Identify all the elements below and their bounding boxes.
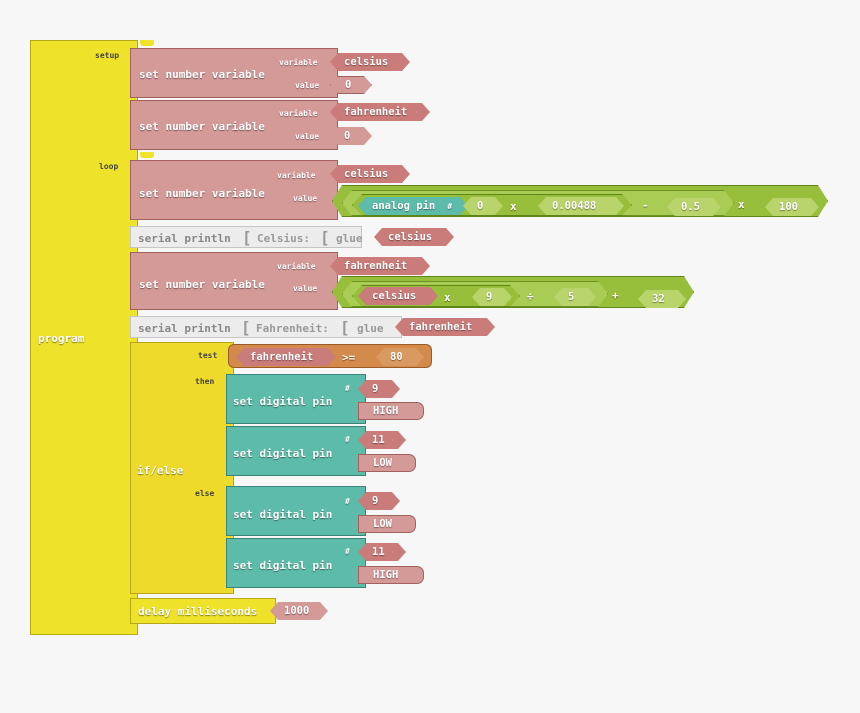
set-digital-pin-block[interactable]: set digital pin #: [226, 374, 366, 424]
value-32[interactable]: 32: [638, 290, 686, 308]
analog-pin-number[interactable]: 0: [463, 197, 503, 215]
factor-value[interactable]: 0.00488: [538, 197, 624, 215]
compare-value[interactable]: 80: [376, 348, 424, 366]
pin-state[interactable]: LOW: [358, 454, 416, 472]
value-9[interactable]: 9: [472, 288, 512, 306]
operator-divide: ÷: [527, 290, 534, 303]
variable-label: variable: [279, 58, 318, 67]
block-label: set digital pin: [233, 447, 333, 460]
value-label: value: [295, 81, 320, 90]
block-label: serial println: [138, 322, 231, 335]
pin-mark: #: [447, 201, 453, 211]
then-label: then: [195, 377, 215, 386]
variable-label: variable: [277, 171, 316, 180]
block-label: set number variable: [139, 68, 265, 81]
variable-fahrenheit[interactable]: fahrenheit: [330, 103, 430, 121]
setup-notch: [140, 40, 154, 46]
block-label: set number variable: [139, 278, 265, 291]
program-label: program: [38, 332, 85, 345]
pin-number[interactable]: 11: [358, 543, 406, 561]
variable-label: variable: [279, 109, 318, 118]
pin-mark: #: [345, 435, 350, 444]
serial-println-fahrenheit-block[interactable]: serial println Fahrenheit:: [130, 316, 402, 338]
if-else-label: if/else: [137, 464, 184, 477]
value-label: value: [295, 132, 320, 141]
set-digital-pin-block[interactable]: set digital pin #: [226, 538, 366, 588]
glue-label: glue: [336, 232, 363, 245]
offset-value[interactable]: 0.5: [667, 198, 721, 216]
operator-multiply: x: [510, 200, 517, 213]
else-label: else: [195, 489, 215, 498]
pin-mark: #: [345, 497, 350, 506]
variable-fahrenheit[interactable]: fahrenheit: [330, 257, 430, 275]
pin-state[interactable]: LOW: [358, 515, 416, 533]
set-digital-pin-block[interactable]: set digital pin #: [226, 426, 366, 476]
loop-label: loop: [99, 162, 119, 171]
pin-mark: #: [345, 384, 350, 393]
pin-state[interactable]: HIGH: [358, 566, 424, 584]
value-label: value: [293, 194, 318, 203]
pin-state[interactable]: HIGH: [358, 402, 424, 420]
value-5[interactable]: 5: [554, 288, 596, 306]
glue-label: glue: [357, 322, 384, 335]
operator-minus: -: [642, 199, 649, 212]
value-label: value: [293, 284, 318, 293]
loop-notch: [140, 152, 154, 158]
value-input[interactable]: 0: [330, 76, 372, 94]
set-celsius-init-block[interactable]: set number variable variable value: [130, 48, 338, 98]
program-block[interactable]: program setup loop: [30, 40, 138, 635]
text-value: Fahrenheit:: [256, 322, 329, 335]
variable-label: variable: [277, 262, 316, 271]
pin-number[interactable]: 11: [358, 431, 406, 449]
operator-multiply: x: [738, 198, 745, 211]
if-else-block[interactable]: if/else test then else: [130, 342, 234, 594]
text-bracket: [: [241, 318, 251, 337]
block-label: set digital pin: [233, 559, 333, 572]
scale-value[interactable]: 100: [765, 198, 819, 216]
operator-multiply: x: [444, 291, 451, 304]
variable-celsius[interactable]: celsius: [358, 287, 438, 305]
glue-bracket: [: [320, 228, 330, 247]
operator-plus: +: [612, 289, 619, 302]
set-fahrenheit-init-block[interactable]: set number variable variable value: [130, 100, 338, 150]
block-label: set digital pin: [233, 508, 333, 521]
variable-celsius[interactable]: celsius: [374, 228, 454, 246]
block-label: delay milliseconds: [138, 605, 258, 618]
block-label: set number variable: [139, 120, 265, 133]
analog-pin-block[interactable]: analog pin #: [358, 197, 468, 215]
pin-mark: #: [345, 547, 350, 556]
pin-number[interactable]: 9: [358, 492, 400, 510]
set-celsius-block[interactable]: set number variable variable value: [130, 160, 338, 220]
operator-gte: >=: [342, 351, 356, 364]
variable-fahrenheit[interactable]: fahrenheit: [236, 348, 336, 366]
glue-bracket: [: [340, 318, 350, 337]
text-value: Celsius:: [257, 232, 310, 245]
serial-println-celsius-block[interactable]: serial println Celsius:: [130, 226, 362, 248]
text-bracket: [: [242, 228, 252, 247]
pin-number[interactable]: 9: [358, 380, 400, 398]
set-digital-pin-block[interactable]: set digital pin #: [226, 486, 366, 536]
setup-label: setup: [95, 51, 120, 60]
block-label: serial println: [138, 232, 231, 245]
delay-value[interactable]: 1000: [270, 602, 328, 620]
variable-fahrenheit[interactable]: fahrenheit: [395, 318, 495, 336]
variable-celsius[interactable]: celsius: [330, 53, 410, 71]
set-fahrenheit-block[interactable]: set number variable variable value: [130, 252, 338, 310]
block-label: set digital pin: [233, 395, 333, 408]
variable-celsius[interactable]: celsius: [330, 165, 410, 183]
analog-pin-label: analog pin: [372, 200, 436, 212]
value-input[interactable]: 0: [330, 127, 372, 145]
delay-block[interactable]: delay milliseconds: [130, 598, 276, 624]
block-label: set number variable: [139, 187, 265, 200]
test-label: test: [198, 351, 218, 360]
